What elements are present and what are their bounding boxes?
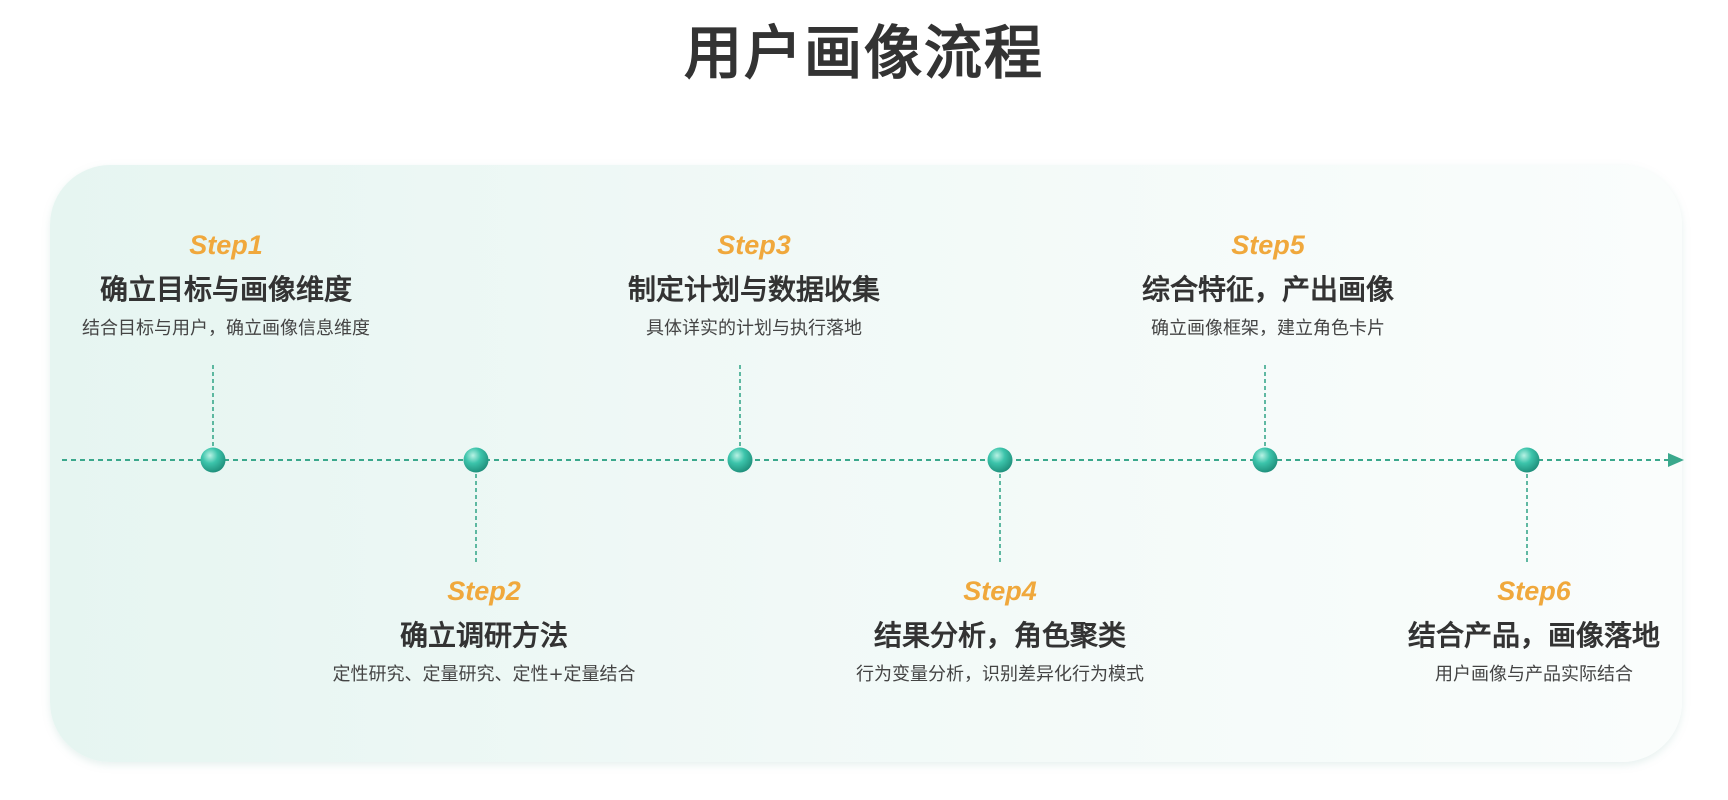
step-label: Step4 (963, 576, 1037, 606)
step-4: Step4 结果分析，角色聚类 行为变量分析，识别差异化行为模式 (856, 574, 1144, 688)
step-label: Step1 (189, 230, 263, 260)
step-description: 确立画像框架，建立角色卡片 (1150, 318, 1385, 339)
step-title: 确立目标与画像维度 (99, 273, 352, 306)
step-6: Step6 结合产品，画像落地 用户画像与产品实际结合 (1408, 574, 1660, 688)
step-5: Step5 综合特征，产出画像 确立画像框架，建立角色卡片 (1142, 228, 1394, 342)
step-title: 结合产品，画像落地 (1407, 619, 1661, 652)
step-title: 确立调研方法 (399, 619, 568, 652)
step-1: Step1 确立目标与画像维度 结合目标与用户，确立画像信息维度 (82, 228, 370, 342)
timeline-node (1252, 447, 1278, 473)
step-label: Step2 (447, 576, 521, 606)
step-3: Step3 制定计划与数据收集 具体详实的计划与执行落地 (628, 228, 880, 342)
timeline-node (463, 447, 489, 473)
step-title: 综合特征，产出画像 (1141, 273, 1395, 306)
step-description: 具体详实的计划与执行落地 (645, 318, 862, 339)
step-title: 制定计划与数据收集 (627, 273, 881, 306)
step-description: 结合目标与用户，确立画像信息维度 (82, 318, 370, 339)
timeline-arrow-icon (1668, 453, 1684, 467)
step-title: 结果分析，角色聚类 (873, 619, 1126, 652)
step-label: Step3 (717, 230, 791, 260)
step-label: Step5 (1231, 230, 1305, 260)
step-2: Step2 确立调研方法 定性研究、定量研究、定性+定量结合 (332, 574, 635, 688)
step-description: 行为变量分析，识别差异化行为模式 (856, 664, 1144, 685)
step-label: Step6 (1497, 576, 1571, 606)
step-description: 定性研究、定量研究、定性+定量结合 (332, 664, 636, 685)
step-description: 用户画像与产品实际结合 (1434, 664, 1633, 685)
timeline-node (200, 447, 226, 473)
timeline-node (727, 447, 753, 473)
timeline-panel (50, 165, 1682, 762)
timeline-node (1514, 447, 1540, 473)
page-title: 用户画像流程 (683, 19, 1044, 87)
timeline-node (987, 447, 1013, 473)
